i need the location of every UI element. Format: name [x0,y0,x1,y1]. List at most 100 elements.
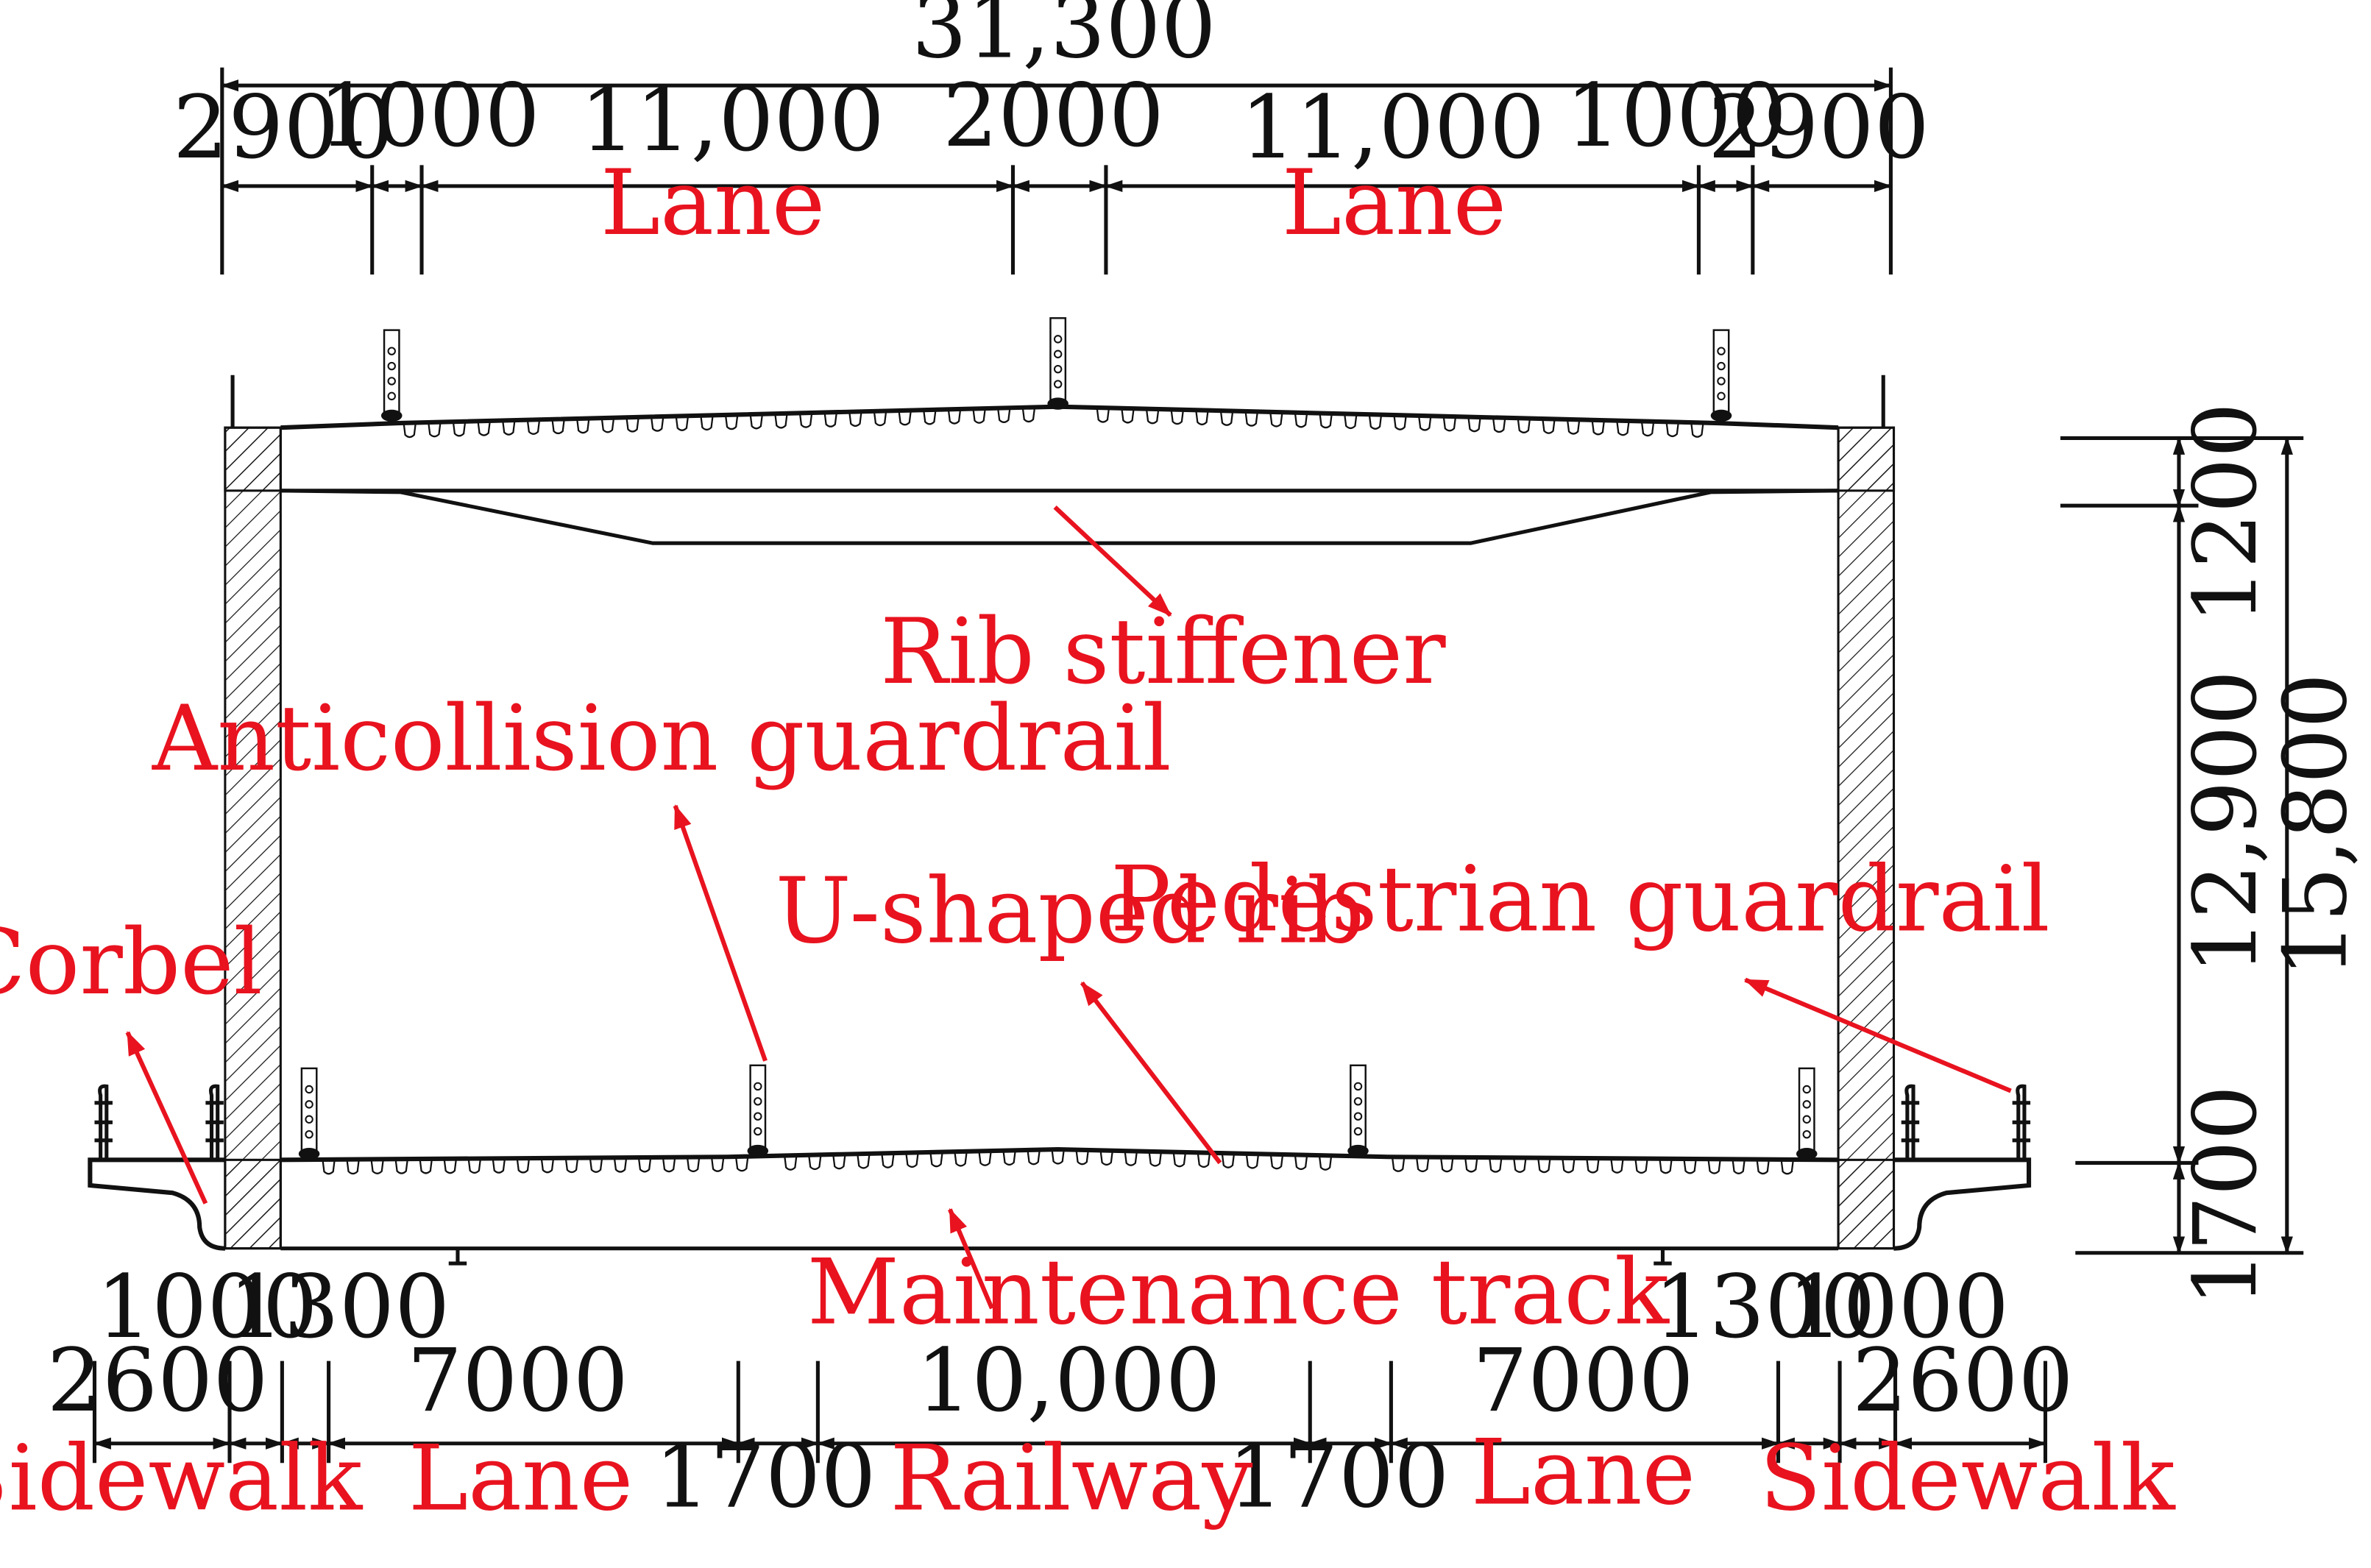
dim-bottom-1: 2600 [47,1330,269,1431]
u-rib [700,415,714,431]
u-rib [551,419,565,435]
u-rib [419,1158,433,1174]
dim-top-7: 2900 [1708,77,1929,178]
u-rib [774,413,788,429]
arrow-pedestrian-guardrail [1743,977,2012,1093]
dim-top-6: 1000 [1565,65,1787,166]
u-rib [1219,411,1234,426]
dim-bottom-7: 1700 [1228,1425,1450,1527]
lower-deck [280,1146,1839,1163]
label-sidewalk-left: Sidewalk [0,1425,363,1530]
pedestrian-guardrail-left-outer [98,1084,109,1160]
u-rib [675,416,690,431]
u-rib [686,1157,701,1173]
u-rib [1665,422,1680,437]
u-rib [1344,414,1358,430]
u-rib [808,1154,822,1171]
label-top-lane-left: Lane [600,150,825,255]
u-rib [798,413,813,428]
u-rib [1391,1157,1406,1172]
dim-top-5: 11,000 [1241,77,1545,178]
dim-bottom-5: 1700 [655,1425,876,1527]
upper-u-ribs [403,407,1704,439]
u-rib [1021,407,1036,423]
u-rib [1640,421,1655,437]
u-rib [905,1152,919,1168]
dim-right-overall: 15,800 [2264,673,2366,978]
u-rib [1690,422,1704,438]
label-rib-stiffener: Rib stiffener [880,599,1446,704]
right-web [1837,426,1896,1250]
right-dimension-lines [2060,436,2304,1255]
pedestrian-guardrail-right-inner [1904,1084,1915,1160]
u-rib [492,1158,506,1174]
dim-bottom-11: 2600 [1852,1330,2074,1431]
label-u-shaped-rib: U-shaped rib [776,859,1365,964]
dim-bottom-4: 7000 [407,1330,628,1431]
u-rib [848,411,862,428]
u-rib [1027,1149,1041,1166]
u-rib [1099,1150,1114,1166]
dim-right-upper: 1200 [2175,402,2276,624]
top-dimension-texts: 31,300 2900 1000 11,000 2000 11,000 1000… [173,0,1929,178]
u-rib [589,1157,603,1173]
u-rib [710,1157,725,1172]
dim-right-middle: 12,900 [2175,670,2276,975]
u-rib [1467,416,1481,433]
top-dimension-lines [220,67,1893,275]
u-rib [832,1154,846,1170]
arrow-corbel [125,1031,208,1205]
u-rib [898,410,912,426]
u-rib [403,422,417,439]
u-rib [1442,416,1457,432]
label-maintenance-track: Maintenance track [807,1240,1670,1345]
u-rib [724,414,739,430]
label-pedestrian-guardrail: Pedestrian guardrail [1110,846,2050,951]
bottom-labels: Sidewalk Lane Railway Lane Sidewalk [0,1419,2176,1530]
u-rib [1245,1153,1260,1169]
u-rib [526,419,541,435]
anticollision-guardrail-lower-4 [1795,1067,1818,1161]
u-rib [1707,1159,1721,1174]
dim-top-1: 2900 [173,77,394,178]
u-rib [1417,415,1432,431]
u-rib [1318,1155,1333,1171]
u-rib [734,1156,749,1172]
u-rib [1415,1157,1430,1173]
label-corbel: Corbel [0,909,263,1015]
label-anticollision-guardrail: Anticollision guardrail [152,686,1172,791]
u-rib [1537,1157,1551,1174]
dim-bottom-8: 7000 [1472,1330,1694,1431]
left-corbel [88,1157,226,1251]
u-rib [1566,419,1581,435]
arrow-u-shaped-rib [1080,981,1222,1165]
u-rib [1542,419,1556,434]
dim-bottom-9: 1300 [1654,1256,1876,1358]
u-rib [954,1151,968,1167]
u-rib [996,408,1011,423]
u-rib [1145,408,1160,425]
u-rib [1393,415,1407,430]
u-rib [1121,408,1135,424]
u-rib [516,1157,531,1174]
u-rib [857,1153,871,1169]
u-rib [1319,413,1333,429]
u-rib [1269,411,1283,428]
u-rib [1148,1151,1163,1167]
u-rib [346,1159,360,1175]
u-rib [1756,1159,1770,1175]
arrow-anticollision-guardrail [673,804,768,1062]
dim-bottom-6: 10,000 [916,1330,1221,1431]
u-rib [1294,412,1308,428]
u-rib [1368,414,1383,430]
u-rib [613,1157,628,1173]
u-rib [637,1157,652,1173]
u-rib [1634,1158,1648,1174]
u-rib [1244,411,1258,427]
u-rib [1659,1158,1673,1174]
bottom-dimension-texts: 2600 1000 1300 7000 1700 10,000 1700 700… [47,1256,2074,1527]
dim-bottom-10: 1000 [1787,1256,2009,1358]
anticollision-guardrail-lower-3 [1347,1064,1370,1158]
u-rib [1780,1159,1795,1175]
u-rib [923,409,937,425]
